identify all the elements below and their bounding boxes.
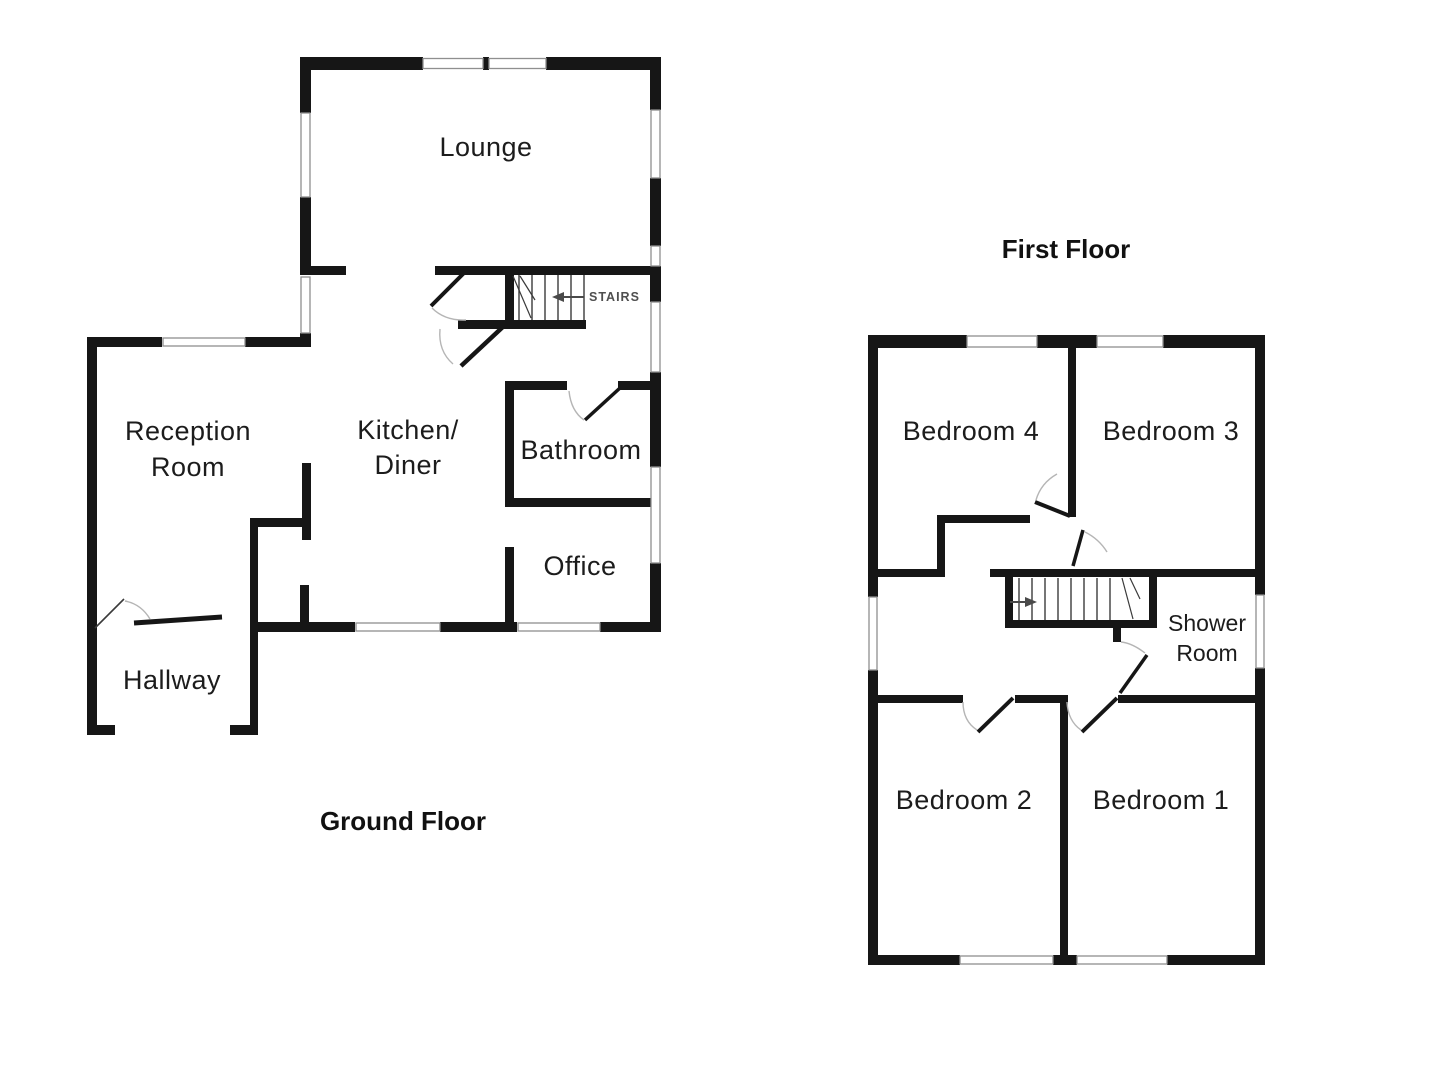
ground-floor-walls [87, 57, 661, 735]
bedroom3-door-leaf [1071, 529, 1085, 567]
first-floor-plan: First Floor Bedroom 4 Bedroom 3 Bedroom … [868, 234, 1265, 965]
door-leaf [459, 322, 508, 368]
ground-floor-stairs [512, 275, 585, 320]
door-swing-arc [568, 390, 585, 421]
first-floor-stairs [1010, 577, 1141, 620]
stairs-arrow-head-icon [1025, 597, 1037, 607]
room-label-office: Office [543, 551, 616, 581]
window [650, 109, 661, 179]
window [1255, 594, 1265, 669]
front-door-leaf [133, 614, 223, 626]
room-label-bathroom: Bathroom [520, 435, 641, 465]
door-leaf [429, 269, 468, 308]
room-label-lounge: Lounge [439, 132, 532, 162]
stairs-label: STAIRS [589, 290, 640, 304]
first-floor-windows [868, 335, 1265, 965]
room-label-shower-line2: Room [1176, 640, 1237, 666]
window [959, 955, 1054, 965]
door-swing-arc [1120, 641, 1146, 654]
shower-room-door-leaf [1118, 653, 1149, 695]
room-label-kitchen-line2: Diner [374, 450, 441, 480]
first-floor-walls [868, 335, 1265, 965]
ground-floor-doors [94, 269, 622, 629]
window [650, 301, 661, 373]
window [650, 245, 661, 267]
ground-floor-plan: Lounge Reception Room Kitchen/ Diner Bat… [87, 57, 661, 836]
ground-floor-labels: Lounge Reception Room Kitchen/ Diner Bat… [123, 132, 641, 836]
door-swing-arc [1066, 701, 1082, 731]
room-label-bedroom4: Bedroom 4 [903, 416, 1040, 446]
door-swing-arc [962, 701, 978, 731]
window [1096, 335, 1164, 348]
window [355, 622, 441, 632]
window [966, 335, 1038, 348]
ground-floor-title: Ground Floor [320, 806, 486, 836]
door-swing-arc [1035, 473, 1058, 501]
window [517, 622, 601, 632]
first-floor-doors [962, 473, 1149, 734]
window [488, 57, 547, 70]
window [300, 112, 311, 198]
bedroom4-door-leaf [1034, 500, 1071, 518]
room-label-bedroom2: Bedroom 2 [896, 785, 1033, 815]
door-swing-arc [431, 307, 467, 321]
ground-floor-windows [162, 57, 661, 632]
stairs-arrow-head-icon [552, 292, 564, 302]
window [300, 276, 311, 334]
bedroom1-door-leaf [1080, 696, 1119, 734]
window [422, 57, 484, 70]
room-label-bedroom3: Bedroom 3 [1103, 416, 1240, 446]
door-leaf [583, 386, 622, 422]
window [868, 596, 878, 671]
room-label-bedroom1: Bedroom 1 [1093, 785, 1230, 815]
room-label-kitchen-line1: Kitchen/ [357, 415, 459, 445]
first-floor-title: First Floor [1002, 234, 1131, 264]
window [650, 466, 661, 564]
first-floor-labels: First Floor Bedroom 4 Bedroom 3 Bedroom … [896, 234, 1247, 815]
room-label-hallway: Hallway [123, 665, 221, 695]
room-label-reception-line1: Reception [125, 416, 251, 446]
door-swing-arc [439, 328, 454, 365]
room-label-shower-line1: Shower [1168, 610, 1246, 636]
window [162, 337, 246, 347]
door-swing-arc [124, 600, 151, 620]
front-door-panel [94, 598, 125, 629]
room-label-reception-line2: Room [151, 452, 225, 482]
window [1076, 955, 1168, 965]
door-swing-arc [1084, 531, 1108, 553]
bedroom2-door-leaf [976, 696, 1015, 734]
